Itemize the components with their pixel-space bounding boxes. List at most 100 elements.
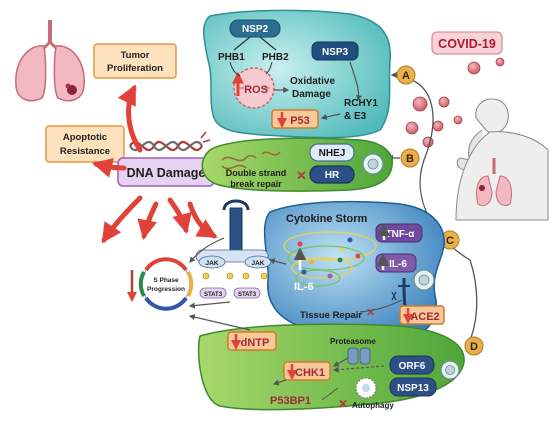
apoptotic-resistance-box: Apoptotic Resistance [45,125,125,163]
nhej-box: NHEJ [309,143,355,162]
tumor-proliferation-box: Tumor Proliferation [93,43,177,79]
s-phase-line2: Progression [147,286,185,293]
orf6-box: ORF6 [389,355,435,375]
tissue-repair-label: Tissue Repair [300,310,362,321]
path-c-label: C [446,235,454,247]
nsp2-to-phb-lines [233,36,277,51]
covid19-label: COVID-19 [438,37,496,51]
dntp-to-sphase-arrow [188,314,251,331]
nsp13-label: NSP13 [397,383,429,394]
ros-label: ROS [244,84,268,96]
stat3-to-sphase-arrow [188,301,231,309]
ace2-label: ACE2 [410,311,439,323]
dsb-repair-line2: break repair [230,179,282,189]
phb2-node: PHB2 [262,52,289,63]
path-b-badge: B [400,148,420,168]
il6-box: IL-6 [375,253,417,273]
s-phase-cycle-icon: S Phase Progression [138,257,194,311]
rchy1-line2: & E3 [344,111,367,122]
phb2-label: PHB2 [262,52,289,63]
nsp3-box: NSP3 [311,41,359,61]
virus-b-icon [362,153,384,175]
il6-to-jak-arrow [268,258,287,265]
oxidative-damage-line2: Damage [292,89,331,100]
rchy1-label-group: RCHY1 & E3 [344,98,378,122]
phb1-node: PHB1 [218,52,245,63]
virus-particles-icon [405,57,505,148]
ace2-box: ACE2 [399,305,445,325]
rchy1-to-p53-arrow [320,113,341,120]
virus-d-icon [440,360,460,380]
tumor-proliferation-line2: Proliferation [107,63,163,74]
tissue-repair-x-icon: ✕ [366,307,375,319]
covid19-box: COVID-19 [431,31,503,55]
virus-c-icon [413,269,435,291]
nsp2-box: NSP2 [229,19,281,38]
dsb-repair-label-group: Double strand break repair [226,168,287,189]
ros-mitochondria: ROS [232,67,275,109]
orf6-label: ORF6 [399,361,426,372]
chk1-label: CHK1 [295,367,325,379]
nhej-label: NHEJ [319,148,346,159]
apoptotic-resistance-line1: Apoptotic [63,132,107,143]
tumor-proliferation-line1: Tumor [121,50,150,61]
hr-label: HR [325,170,340,181]
p53bp1-label: P53BP1 [270,395,311,407]
cytokine-storm-label: Cytokine Storm [286,213,368,225]
path-d-badge: D [464,336,484,356]
stat3-right-label: STAT3 [238,292,257,298]
phb1-label: PHB1 [218,52,245,63]
cytokine-dots [297,237,361,279]
phb-to-ros-lines [229,61,273,77]
apoptotic-resistance-line2: Resistance [60,146,110,157]
jak-right-label: JAK [251,260,264,267]
autophagy-label: Autophagy [352,401,394,410]
path-a-badge: A [396,65,416,85]
path-d-label: D [470,341,478,353]
stat3-right-node: STAT3 [233,287,261,299]
proteasome-label: Proteasome [330,337,376,346]
proteasome-icon [347,347,371,365]
chk1-to-p53bp1-arrow [272,379,287,386]
broken-dna-icon [221,151,281,170]
ace2-to-repair-line [359,299,403,313]
oxidative-damage-label-group: Oxidative Damage [290,76,335,100]
rchy1-line1: RCHY1 [344,98,378,109]
orf6-to-chk1-arrow [332,365,385,373]
hr-box: HR [309,165,355,184]
chk1-box: CHK1 [283,361,331,381]
dntp-box: dNTP [227,331,277,351]
coughing-person-icon [455,98,549,221]
tnf-box: TNF-α [375,223,423,243]
p53-label: P53 [290,115,310,127]
il6-swirl-label: IL-6 [294,281,314,293]
p53bp1-x-icon: ✕ [338,397,348,411]
inhibit-x-icon: ✕ [296,168,307,183]
path-a-label: A [402,70,410,82]
jak-left-node: JAK [198,255,226,269]
s-phase-line1: S Phase [153,277,179,284]
jak-right-node: JAK [244,255,272,269]
dsb-repair-line1: Double strand [226,168,287,178]
oxidative-damage-line1: Oxidative [290,76,335,87]
autophagy-line [321,387,339,401]
nsp3-to-rchy1-arrow [349,61,362,102]
p53-box: P53 [271,109,319,129]
cytokine-swirl-icon [283,231,377,287]
stat3-left-node: STAT3 [199,287,227,299]
autophagy-icon [355,377,377,399]
proteasome-to-chk1-arrow [332,357,349,367]
nsp2-label: NSP2 [242,24,269,35]
phospho-dots [202,272,268,280]
lungs-icon [15,20,85,102]
dntp-label: dNTP [241,337,270,349]
dna-helix-icon [129,131,211,152]
receptor-to-sphase-arrow [189,237,225,263]
dna-damage-box: DNA Damage [117,157,215,187]
stat3-left-label: STAT3 [204,292,223,298]
nsp3-label: NSP3 [322,47,349,58]
jak-left-label: JAK [205,260,218,267]
tnf-label: TNF-α [386,229,416,240]
